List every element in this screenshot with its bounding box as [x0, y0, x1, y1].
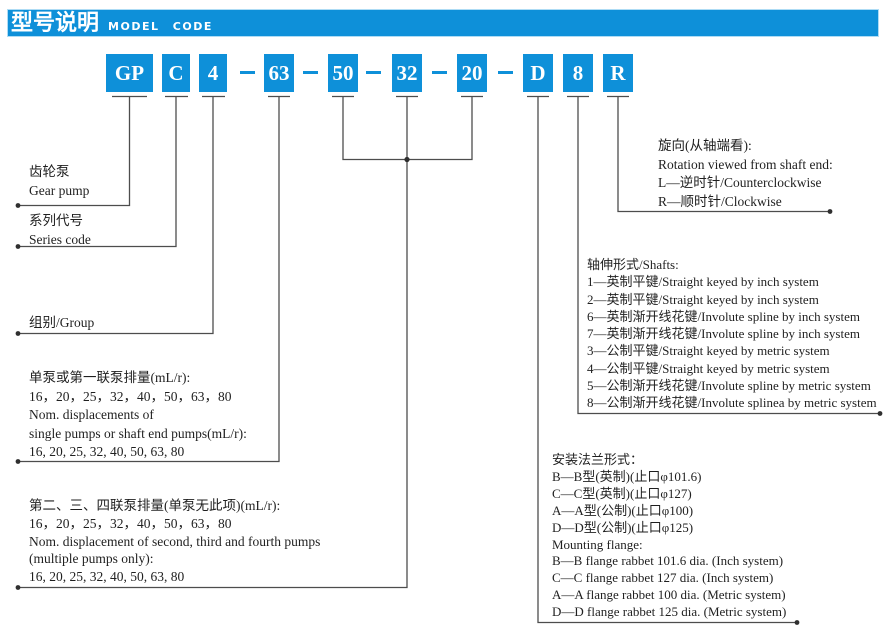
label-line: 16，20，25，32，40，50，63，80 — [29, 515, 232, 531]
page-subtitle: MODEL CODE — [108, 20, 213, 33]
label-mounting-flange: 安装法兰形式：B—B型(英制)(止口φ101.6)C—C型(英制)(止口φ127… — [552, 452, 786, 621]
label-line: Nom. displacement of second, third and f… — [29, 533, 321, 549]
label-series-code: 系列代号 Series code — [29, 212, 91, 249]
code-box-flange: D — [523, 54, 553, 92]
label-line: C—C型(英制)(止口φ127) — [552, 485, 692, 501]
label-line: 轴伸形式/Shafts: — [587, 257, 679, 272]
label-series-code-cn: 系列代号 — [29, 213, 83, 228]
code-box-displacement-2: 50 — [328, 54, 358, 92]
label-line: 4—公制平键/Straight keyed by metric system — [587, 360, 830, 376]
label-line: 16, 20, 25, 32, 40, 50, 63, 80 — [29, 444, 185, 460]
label-line: 旋向(从轴端看): — [658, 138, 752, 153]
code-separator-dash — [240, 71, 255, 74]
code-separator-dash — [303, 71, 318, 74]
label-line: Rotation viewed from shaft end: — [658, 156, 833, 172]
label-line: 3—公制平键/Straight keyed by metric system — [587, 343, 830, 359]
label-line: B—B型(英制)(止口φ101.6) — [552, 468, 702, 484]
label-gear-pump: 齿轮泵 Gear pump — [29, 163, 89, 200]
label-series-code-en: Series code — [29, 231, 91, 247]
label-group-text: 组别/Group — [29, 315, 95, 330]
label-line: A—A flange rabbet 100 dia. (Metric syste… — [552, 587, 786, 603]
code-box-displacement-1: 63 — [264, 54, 294, 92]
label-rotation: 旋向(从轴端看): Rotation viewed from shaft end:… — [658, 137, 833, 211]
label-line: Nom. displacements of — [29, 407, 154, 423]
label-gear-pump-en: Gear pump — [29, 182, 90, 198]
label-gear-pump-cn: 齿轮泵 — [29, 164, 70, 179]
label-line: single pumps or shaft end pumps(mL/r): — [29, 425, 247, 441]
label-shafts: 轴伸形式/Shafts: 1—英制平键/Straight keyed by inc… — [587, 256, 877, 412]
label-line: D—D flange rabbet 125 dia. (Metric syste… — [552, 604, 787, 620]
label-group: 组别/Group — [29, 314, 94, 333]
label-line: 16，20，25，32，40，50，63，80 — [29, 388, 232, 404]
label-line: 第二、三、四联泵排量(单泵无此项)(mL/r): — [29, 498, 281, 513]
label-line: 6—英制渐开线花键/Involute spline by inch system — [587, 308, 860, 324]
label-line: B—B flange rabbet 101.6 dia. (Inch syste… — [552, 553, 784, 569]
label-line: 8—公制渐开线花键/Involute splinea by metric sys… — [587, 395, 877, 411]
code-box-shaft: 8 — [563, 54, 593, 92]
label-line: C—C flange rabbet 127 dia. (Inch system) — [552, 570, 774, 586]
code-separator-dash — [432, 71, 447, 74]
label-line: 16, 20, 25, 32, 40, 50, 63, 80 — [29, 569, 185, 585]
code-box-group: 4 — [199, 54, 227, 92]
code-box-pump-type: GP — [106, 54, 153, 92]
code-separator-dash — [498, 71, 513, 74]
page-header: 型号说明 MODEL CODE — [7, 9, 879, 37]
code-box-displacement-3: 32 — [392, 54, 422, 92]
label-line: 安装法兰形式： — [552, 452, 644, 467]
label-line: R—顺时针/Clockwise — [658, 193, 782, 209]
label-line: D—D型(公制)(止口φ125) — [552, 519, 694, 535]
label-line: 单泵或第一联泵排量(mL/r): — [29, 370, 191, 385]
label-displacement-multi: 第二、三、四联泵排量(单泵无此项)(mL/r): 16，20，25，32，40，5… — [29, 497, 320, 586]
label-line: Mounting flange: — [552, 536, 643, 552]
code-separator-dash — [366, 71, 381, 74]
label-line: L—逆时针/Counterclockwise — [658, 175, 822, 191]
label-line: 5—公制渐开线花键/Involute spline by metric syst… — [587, 378, 871, 394]
label-line: 7—英制渐开线花键/Involute spline by inch system — [587, 326, 860, 342]
code-box-series: C — [162, 54, 190, 92]
label-line: A—A型(公制)(止口φ100) — [552, 502, 694, 518]
page-title: 型号说明 — [11, 11, 100, 36]
label-line: (multiple pumps only): — [29, 551, 154, 567]
label-line: 1—英制平键/Straight keyed by inch system — [587, 274, 819, 290]
label-line: 2—英制平键/Straight keyed by inch system — [587, 291, 819, 307]
code-box-displacement-4: 20 — [457, 54, 487, 92]
code-box-rotation: R — [603, 54, 633, 92]
